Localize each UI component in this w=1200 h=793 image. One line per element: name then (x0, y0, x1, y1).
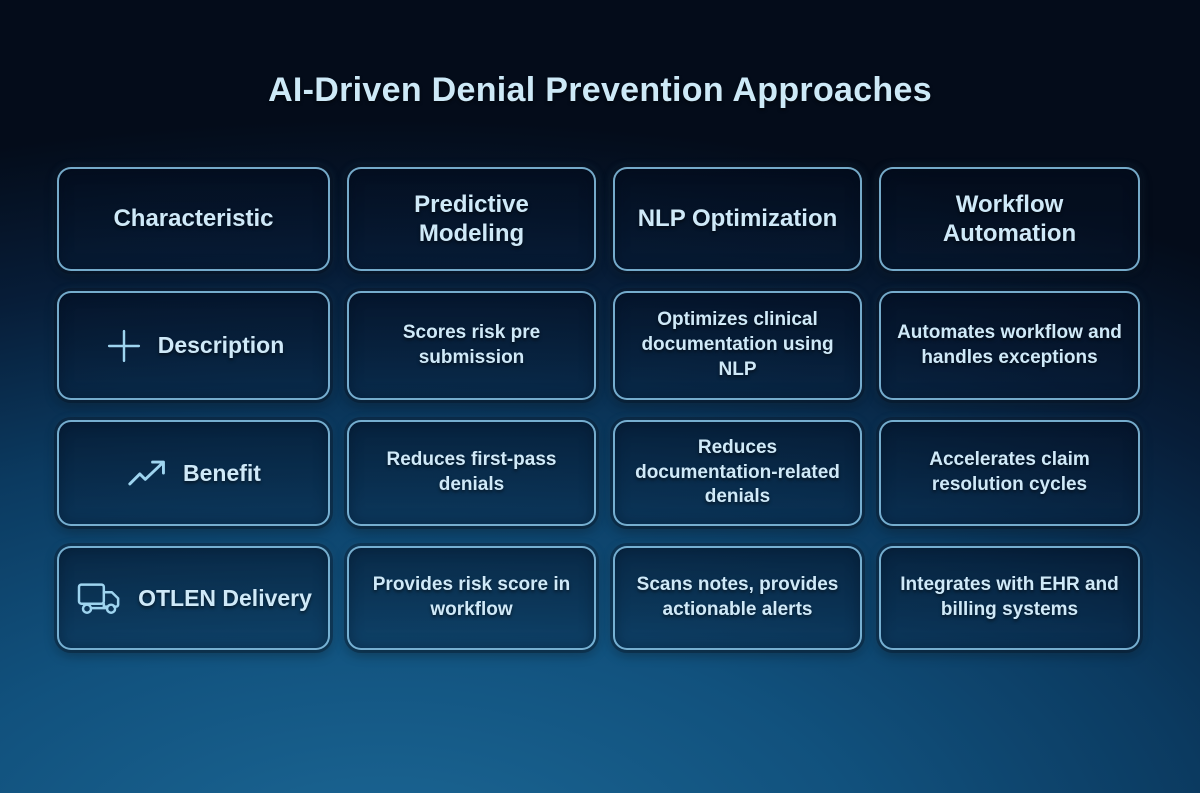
cell-text: Accelerates claim resolution cycles (929, 449, 1090, 495)
cell-text: Automates workflow and handles exception… (897, 321, 1122, 368)
cell-description-nlp: Optimizes clinical documentation using N… (613, 291, 862, 400)
comparison-table: Characteristic Predictive Modeling NLP O… (57, 167, 1140, 650)
cell-delivery-nlp: Scans notes, provides actionable alerts (613, 546, 862, 650)
trending-up-icon (126, 453, 170, 493)
header-label: NLP Optimization (637, 205, 838, 233)
cell-benefit-nlp: Reduces documentation-related denials (613, 420, 862, 526)
row-label-text: OTLEN Delivery (138, 584, 312, 611)
cell-text: Reduces first-pass denials (386, 449, 557, 495)
row-label-benefit: Benefit (57, 420, 330, 526)
cell-description-predictive: Scores risk pre submission (347, 291, 596, 400)
row-label-text: Benefit (183, 459, 261, 486)
row-label-text: Description (157, 332, 285, 358)
plus-icon (103, 325, 145, 367)
header-cell-workflow-automation: Workflow Automation (879, 167, 1140, 271)
cell-text: Scores risk pre submission (402, 321, 541, 368)
header-label: Workflow Automation (942, 190, 1077, 247)
cell-delivery-predictive: Provides risk score in workflow (347, 546, 596, 650)
row-label-otlen-delivery: OTLEN Delivery (57, 546, 330, 650)
cell-benefit-workflow: Accelerates claim resolution cycles (879, 420, 1140, 526)
cell-benefit-predictive: Reduces first-pass denials (347, 420, 596, 526)
truck-icon (75, 577, 125, 619)
cell-text: Scans notes, provides actionable alerts (636, 574, 839, 620)
page-title: AI-Driven Denial Prevention Approaches (268, 71, 932, 109)
cell-delivery-workflow: Integrates with EHR and billing systems (879, 546, 1140, 650)
cell-text: Reduces documentation-related denials (635, 436, 840, 508)
header-cell-predictive-modeling: Predictive Modeling (347, 167, 596, 271)
header-cell-nlp-optimization: NLP Optimization (613, 167, 862, 271)
cell-text: Integrates with EHR and billing systems (900, 574, 1119, 620)
header-label: Characteristic (113, 205, 274, 233)
header-cell-characteristic: Characteristic (57, 167, 330, 271)
cell-text: Provides risk score in workflow (372, 574, 571, 620)
row-label-description: Description (57, 291, 330, 400)
cell-text: Optimizes clinical documentation using N… (641, 309, 834, 380)
cell-description-workflow: Automates workflow and handles exception… (879, 291, 1140, 400)
header-label: Predictive Modeling (414, 190, 529, 247)
